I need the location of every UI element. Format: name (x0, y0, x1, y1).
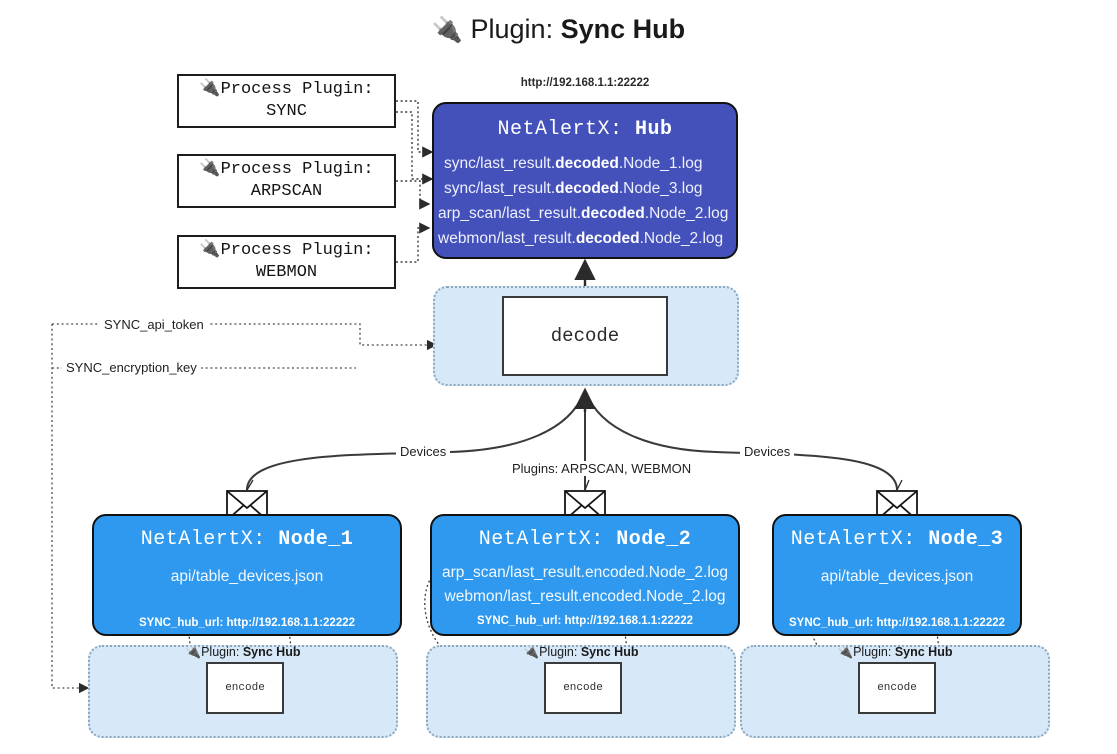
edge-sync-to-log2 (396, 111, 434, 185)
node-2[interactable]: NetAlertX: Node_2 arp_scan/last_result.e… (430, 514, 740, 636)
edge-envelope3-tail (896, 479, 903, 491)
node-3-title: NetAlertX: Node_3 (790, 528, 1004, 551)
hub-log-list: sync/last_result.decoded.Node_1.log sync… (434, 151, 736, 251)
plug-icon: 🔌 (837, 645, 854, 659)
plug-icon: 🔌 (199, 80, 221, 100)
node-2-line: webmon/last_result.encoded.Node_2.log (444, 588, 726, 606)
encode-box-1[interactable]: encode (206, 662, 284, 714)
hub-node[interactable]: NetAlertX: Hub sync/last_result.decoded.… (432, 102, 738, 259)
hub-title: NetAlertX: Hub (434, 118, 736, 141)
process-plugin-arpscan[interactable]: 🔌Process Plugin: ARPSCAN (177, 154, 396, 208)
process-plugin-sync-label: Process Plugin: (220, 80, 374, 100)
edge-label-devices-right: Devices (740, 444, 795, 459)
edge-token-to-encoders (51, 324, 90, 694)
hub-title-prefix: NetAlertX: (497, 118, 623, 141)
edge-sync-to-log1 (396, 100, 434, 158)
edge-webmon-to-log4 (396, 222, 431, 263)
node-2-line: arp_scan/last_result.encoded.Node_2.log (441, 564, 729, 581)
process-plugin-webmon-label: Process Plugin: (220, 241, 374, 261)
node-1-line: api/table_devices.json (170, 568, 324, 585)
hub-log-item: sync/last_result.decoded.Node_1.log (444, 155, 703, 172)
page-title-prefix: Plugin: (470, 14, 554, 44)
encode-box-3[interactable]: encode (858, 662, 936, 714)
encode-box-2[interactable]: encode (544, 662, 622, 714)
node-2-title: NetAlertX: Node_2 (478, 528, 692, 551)
edge-arpscan-to-log3 (396, 180, 431, 210)
hub-log-item: sync/last_result.decoded.Node_3.log (444, 180, 703, 198)
node-2-footer: SYNC_hub_url: http://192.168.1.1:22222 (476, 615, 694, 628)
edge-label-plugins-center: Plugins: ARPSCAN, WEBMON (508, 461, 696, 476)
node-3-line: api/table_devices.json (820, 568, 974, 585)
encoder-1-caption: 🔌Plugin: Sync Hub (185, 645, 301, 659)
encoder-2-caption: 🔌Plugin: Sync Hub (523, 645, 639, 659)
process-plugin-webmon-value: WEBMON (255, 263, 318, 282)
hub-title-name: Hub (635, 118, 673, 141)
edge-label-devices-left: Devices (396, 444, 451, 459)
edge-node3-to-decode (585, 391, 898, 491)
node-1[interactable]: NetAlertX: Node_1 api/table_devices.json… (92, 514, 402, 636)
edge-envelope1-tail (246, 479, 254, 491)
plug-icon: 🔌 (523, 645, 540, 659)
hub-log-item: webmon/last_result.decoded.Node_2.log (438, 230, 724, 248)
process-plugin-arpscan-label: Process Plugin: (220, 160, 374, 180)
encoder-3-caption: 🔌Plugin: Sync Hub (837, 645, 953, 659)
node-3-footer: SYNC_hub_url: http://192.168.1.1:22222 (788, 617, 1006, 630)
node-1-title: NetAlertX: Node_1 (140, 528, 354, 551)
plug-icon: 🔌 (185, 645, 202, 659)
plug-icon: 🔌 (199, 241, 221, 261)
edge-envelope2-tail (584, 479, 590, 491)
decode-box[interactable]: decode (502, 296, 668, 376)
process-plugin-arpscan-value: ARPSCAN (250, 182, 323, 201)
node-1-footer: SYNC_hub_url: http://192.168.1.1:22222 (138, 617, 356, 630)
secret-encryption-key-label: SYNC_encryption_key (62, 360, 201, 375)
process-plugin-webmon[interactable]: 🔌Process Plugin: WEBMON (177, 235, 396, 289)
hub-log-item: arp_scan/last_result.decoded.Node_2.log (438, 205, 729, 223)
process-plugin-sync[interactable]: 🔌Process Plugin: SYNC (177, 74, 396, 128)
page-title: 🔌 Plugin: Sync Hub (0, 14, 1117, 45)
plug-icon: 🔌 (199, 160, 221, 180)
page-title-name: Sync Hub (560, 14, 686, 44)
node-3[interactable]: NetAlertX: Node_3 api/table_devices.json… (772, 514, 1022, 636)
process-plugin-sync-value: SYNC (266, 102, 307, 121)
hub-url-label: http://192.168.1.1:22222 (520, 77, 650, 89)
plug-icon: 🔌 (431, 16, 463, 44)
secret-api-token-label: SYNC_api_token (100, 317, 208, 332)
